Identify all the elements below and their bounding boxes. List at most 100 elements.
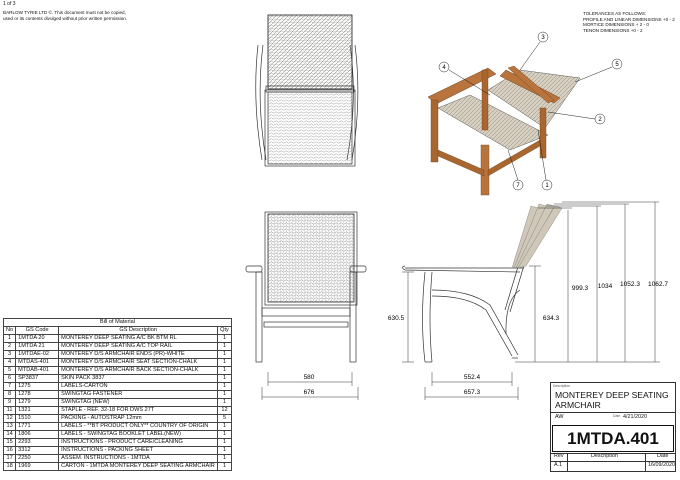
bom-cell-desc: ASSEM. INSTRUCTIONS - 1MTDA [58,454,219,463]
bom-cell-code: 1278 [15,390,60,399]
tolerances-line: TENON DIMENSIONS +0 - 2 [583,27,643,33]
tolerances-note: TOLERANCES AS FOLLOWS: PROFILE AND LINEA… [583,11,675,33]
rev-date-header: Date [657,453,669,459]
dim-657-3: 657.3 [464,389,481,396]
bom-cell-code: 1MTDA 20 [15,334,60,343]
dim-1052-3: 1052.3 [620,281,640,288]
bom-cell-qty: 1 [217,454,232,463]
bom-cell-no: 8 [2,390,17,399]
bom-header-row: No GS Code GS Description Qty [2,326,232,335]
bom-cell-qty: 1 [217,430,232,439]
bom-cell-no: 13 [2,422,17,431]
bom-cell-no: 2 [2,342,17,351]
tolerances-line: MORTICE DIMENSIONS + 2 - 0 [583,22,649,28]
rev-value: A.1 [554,462,563,468]
bom-cell-code: 1MTDA 21 [15,342,60,351]
bom-cell-code: 1969 [15,462,60,471]
front-dimensions [261,372,359,400]
bom-cell-no: 5 [2,366,17,375]
bom-title: Bill of Material [3,318,232,327]
seat-panel-top [267,91,353,165]
dim-634-3: 634.3 [543,315,560,322]
bom-header-qty: Qty [217,326,232,335]
bom-cell-no: 3 [2,350,17,359]
bom-cell-qty: 1 [217,382,232,391]
bom-header-code: GS Code [15,326,60,335]
bom-cell-desc: LABELS-CARTON [58,382,219,391]
bom-cell-qty: 1 [217,446,232,455]
top-view [255,14,359,167]
right-armrest-front [349,265,367,273]
sheet-number: 1 of 3 [3,1,16,7]
bom-cell-code: 1510 [15,414,60,423]
bom-cell-qty: 1 [217,358,232,367]
bom-table: Bill of Material No GS Code GS Descripti… [2,318,232,471]
bom-cell-code: 3312 [15,446,60,455]
balloon-callouts [438,31,623,191]
disclaimer-line: BARLOW TYRIE LTD ©. This document must n… [3,10,126,15]
dim-552-4: 552.4 [464,374,481,381]
dim-1062-7: 1062.7 [648,281,668,288]
bom-cell-desc: LABELS - SWINGTAG BOOKLET LABEL(NEW) [58,430,219,439]
bom-cell-no: 18 [2,462,17,471]
bom-cell-code: MTDAB-401 [15,366,60,375]
bom-cell-desc: MONTEREY DEEP SEATING A/C TOP RAIL [58,342,219,351]
bom-cell-desc: MONTEREY D/S ARMCHAIR ENDS (PR)-WHITE [58,350,219,359]
title-block-drawn-by: AW [555,414,564,420]
bom-cell-qty: 1 [217,390,232,399]
balloon-5: 5 [615,62,619,68]
bom-header-desc: GS Description [58,326,219,335]
bom-header-no: No [2,326,17,335]
bom-cell-qty: 1 [217,462,232,471]
backrest-recline-positions [511,203,563,269]
bom-cell-qty: 1 [217,350,232,359]
rev-desc-header: Description [591,453,618,459]
bom-cell-qty: 1 [217,342,232,351]
dim-676: 676 [304,389,315,396]
bom-cell-desc: SKIN PACK 3837 [58,374,219,383]
bom-cell-no: 15 [2,438,17,447]
bom-cell-no: 14 [2,430,17,439]
bom-cell-no: 17 [2,454,17,463]
bom-cell-qty: 1 [217,334,232,343]
bom-cell-no: 6 [2,374,17,383]
bom-cell-qty: 12 [217,406,232,415]
bom-cell-code: 2293 [15,438,60,447]
disclaimer: BARLOW TYRIE LTD ©. This document must n… [3,10,127,21]
bom-cell-code: 1279 [15,398,60,407]
title-block-date: 4/21/2020 [623,414,647,420]
bom-cell-desc: SWINGTAG FASTENER [58,390,219,399]
side-dimensions [402,201,660,400]
bom-cell-no: 9 [2,398,17,407]
bom-cell-no: 4 [2,358,17,367]
bom-cell-code: 1275 [15,382,60,391]
rev-date-value: 16/09/2020 [648,462,675,468]
balloon-1: 1 [545,183,549,189]
left-armrest-front [245,265,263,273]
tolerances-line: TOLERANCES AS FOLLOWS: [583,11,647,16]
left-arm-top [255,44,263,161]
bom-cell-code: 1771 [15,422,60,431]
bom-cell-desc: MONTEREY D/S ARMCHAIR SEAT SECTION-CHALK [58,358,219,367]
title-block-date-label: Date [613,414,621,418]
title-block-desc-label: Description [553,384,570,388]
front-view [245,211,367,363]
title-block-name: MONTEREY DEEP SEATING ARMCHAIR [555,390,669,410]
bom-cell-desc: MONTEREY DEEP SEATING A/C BK BTM RL [58,334,219,343]
bom-cell-no: 16 [2,446,17,455]
bom-cell-desc: SWINGTAG (NEW) [58,398,219,407]
bom-cell-no: 12 [2,414,17,423]
